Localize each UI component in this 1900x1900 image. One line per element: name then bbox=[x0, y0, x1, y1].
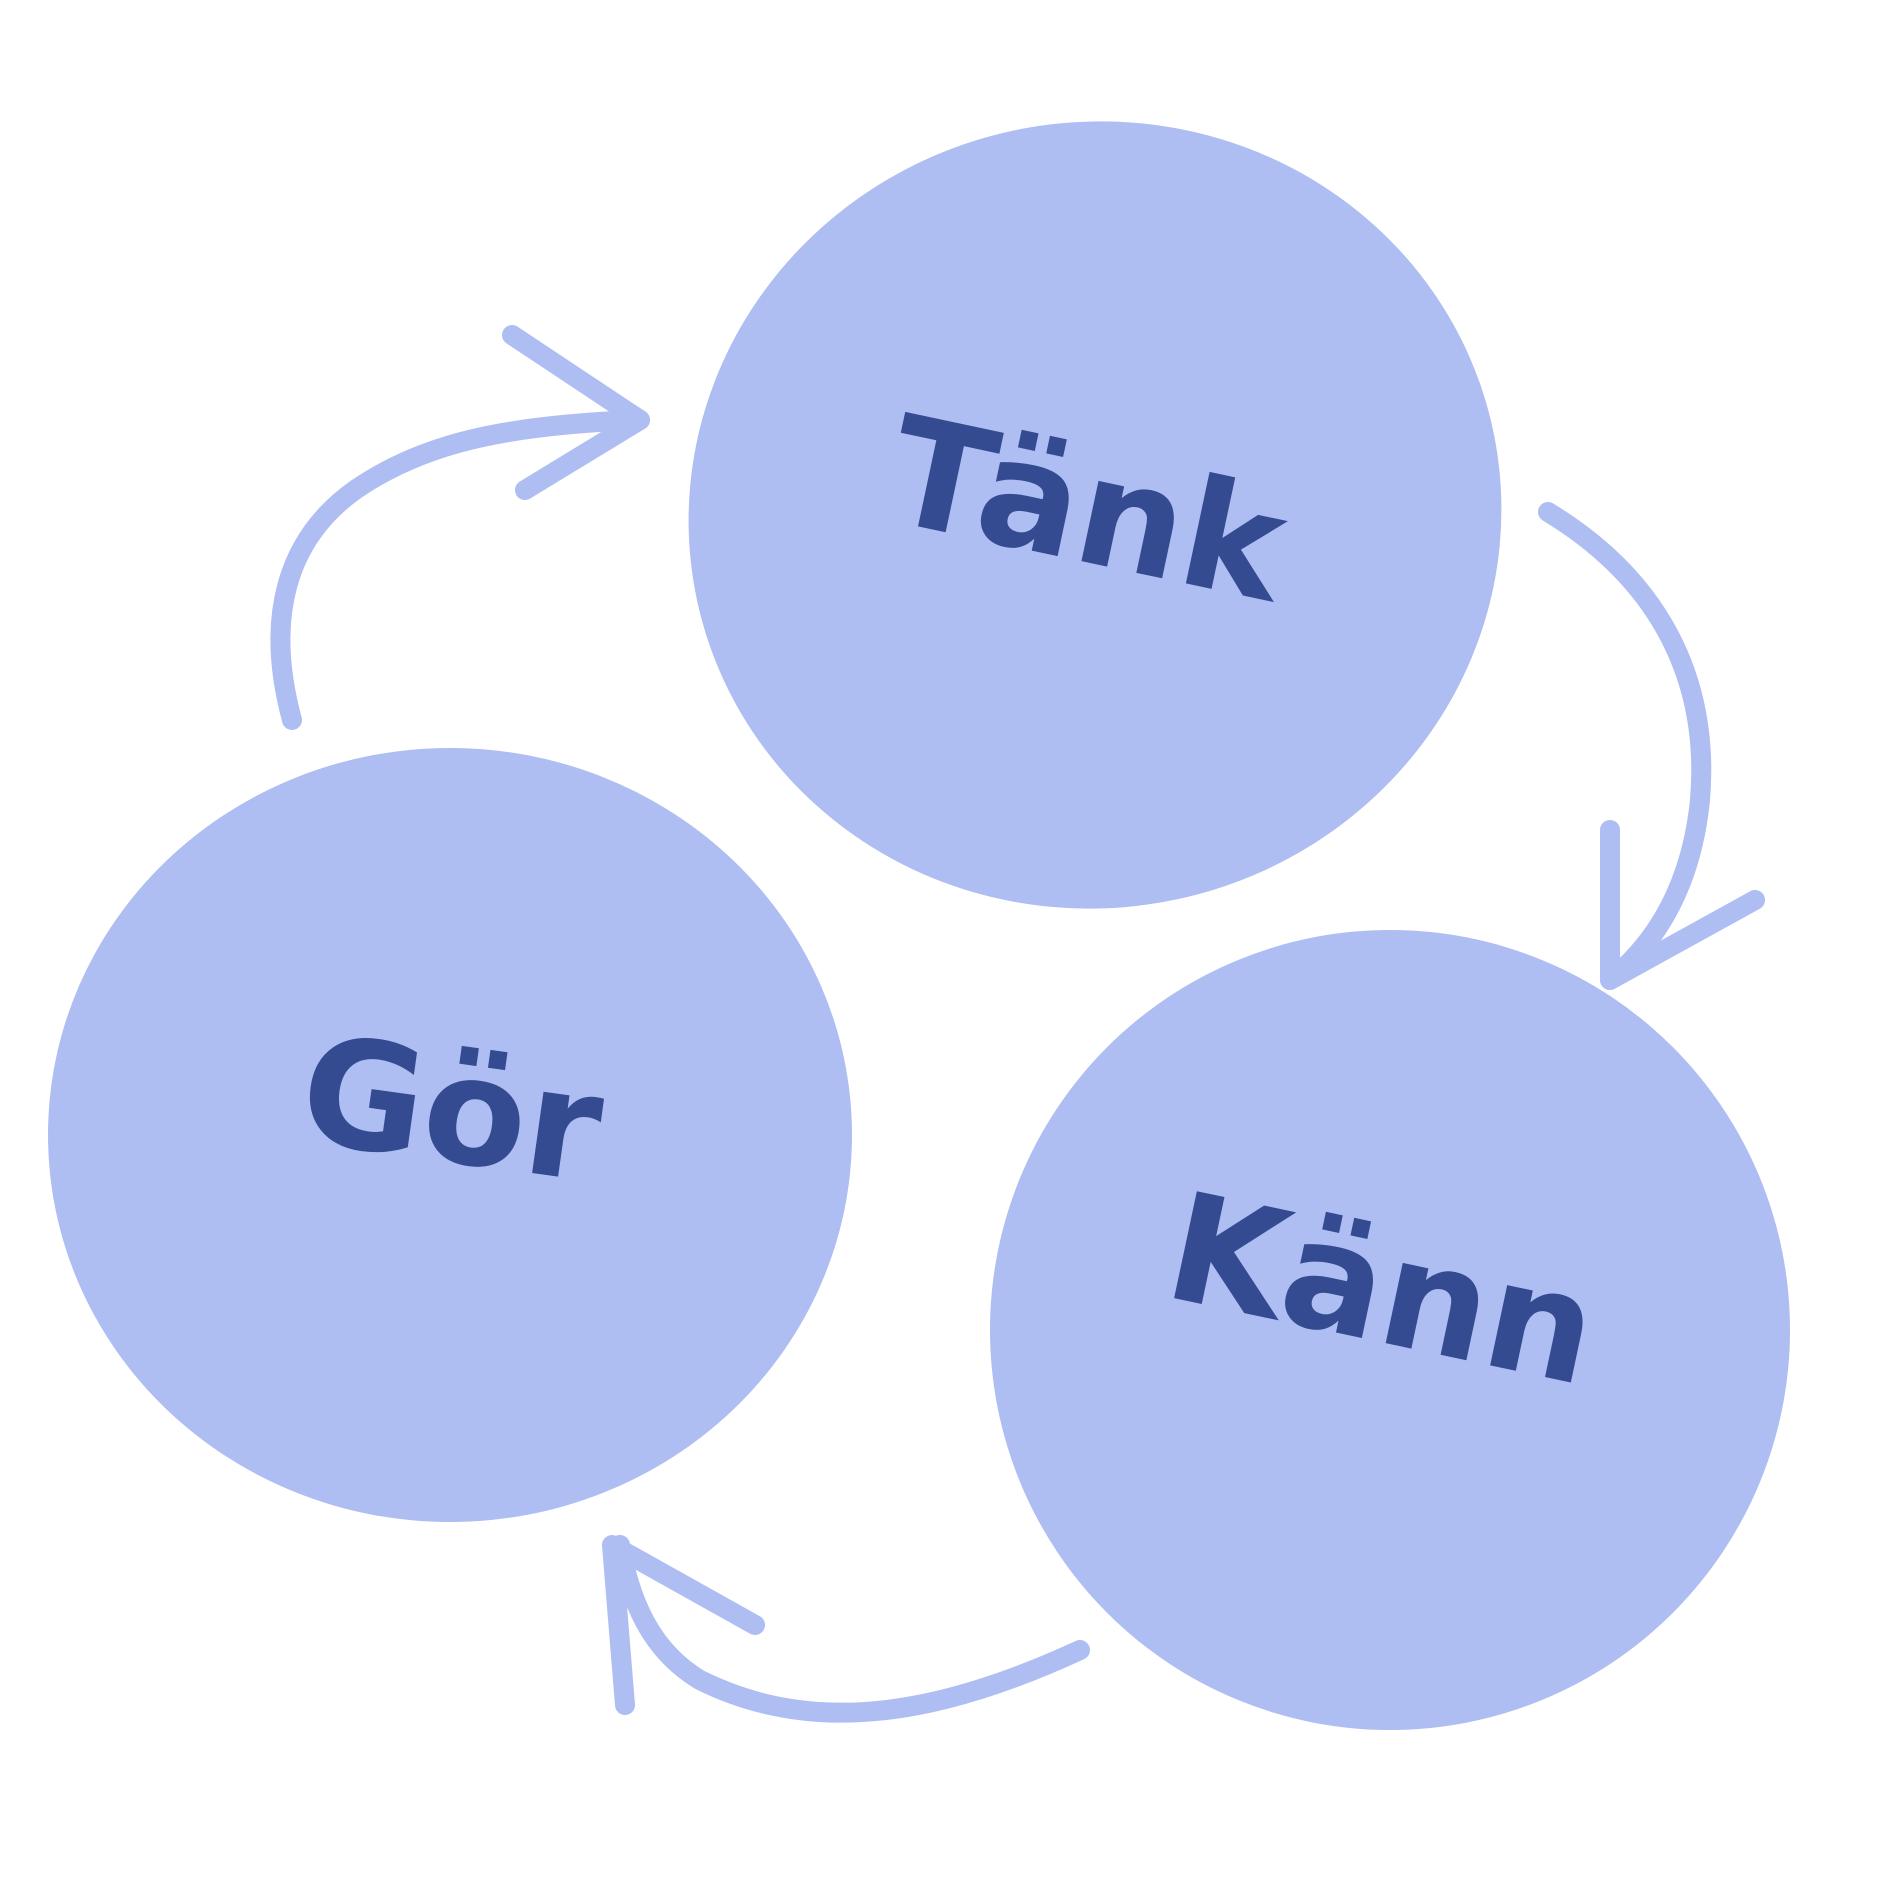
edge-tank-to-kann bbox=[1538, 502, 1765, 990]
node-kann-circle bbox=[990, 930, 1790, 1730]
edge-kann-to-gor bbox=[602, 1535, 1090, 1723]
node-tank: Tänk bbox=[688, 121, 1502, 909]
node-kann: Känn bbox=[990, 930, 1790, 1730]
node-gor-label: Gör bbox=[291, 1003, 612, 1217]
curved-arrow-icon bbox=[610, 1535, 1090, 1723]
arrowhead-icon bbox=[1600, 820, 1765, 990]
node-tank-circle bbox=[688, 121, 1502, 909]
arrowhead-icon bbox=[602, 1535, 765, 1715]
curved-arrow-icon bbox=[270, 410, 650, 730]
node-gor-circle bbox=[48, 748, 852, 1522]
curved-arrow-icon bbox=[1538, 502, 1712, 990]
node-gor: Gör bbox=[48, 748, 852, 1522]
edge-gor-to-tank bbox=[270, 325, 650, 730]
arrowhead-icon bbox=[502, 325, 650, 500]
